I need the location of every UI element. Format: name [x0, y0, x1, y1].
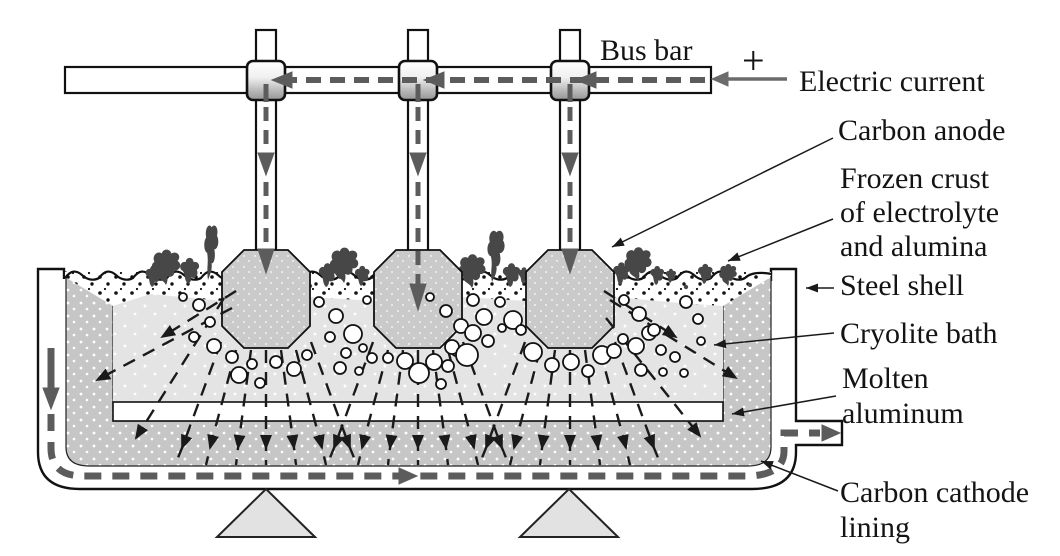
gas-bubbles: [178, 292, 706, 390]
cathode-current-path: [42, 348, 842, 485]
label-leader-arrows: [611, 137, 839, 492]
frozen-crust-leader-arrow: [727, 218, 834, 262]
molten-aluminum-leader-arrow: [731, 395, 837, 417]
cryolite-bath-label: Cryolite bath: [840, 317, 997, 350]
support-pedestal-left: [214, 487, 318, 538]
electric-current-arrow: [710, 71, 787, 87]
bus-bar-label: Bus bar: [600, 34, 693, 67]
support-pedestals: [214, 487, 621, 538]
support-pedestal-right: [517, 487, 621, 538]
frozen-crust-label-line1: Frozen crust: [840, 162, 990, 195]
carbon-anode-label: Carbon anode: [838, 114, 1005, 147]
cryolite-bath-leader-arrow: [713, 332, 835, 349]
molten-aluminum-label-line1: Molten: [842, 362, 929, 395]
plus-sign: +: [742, 38, 765, 83]
carbon-anode-1: [221, 249, 311, 349]
electric-current-label: Electric current: [799, 65, 985, 98]
molten-aluminum-label-line2: aluminum: [842, 397, 964, 430]
carbon-anodes: [221, 249, 615, 349]
cathode-lining-label-line1: Carbon cathode: [840, 476, 1029, 509]
bus-bar-current-dashes: [270, 71, 708, 89]
carbon-anode-leader-arrow: [611, 137, 834, 248]
rod-current-dashes: [257, 84, 579, 312]
frozen-crust-label-line2: of electrolyte: [840, 196, 999, 229]
cathode-lining-leader-arrow: [760, 460, 839, 492]
cathode-lining-label-line2: lining: [840, 511, 910, 544]
steel-shell: [36, 267, 844, 491]
frozen-crust-label-line3: and alumina: [840, 230, 987, 263]
carbon-anode-3: [525, 249, 615, 349]
steel-shell-label: Steel shell: [840, 269, 964, 302]
